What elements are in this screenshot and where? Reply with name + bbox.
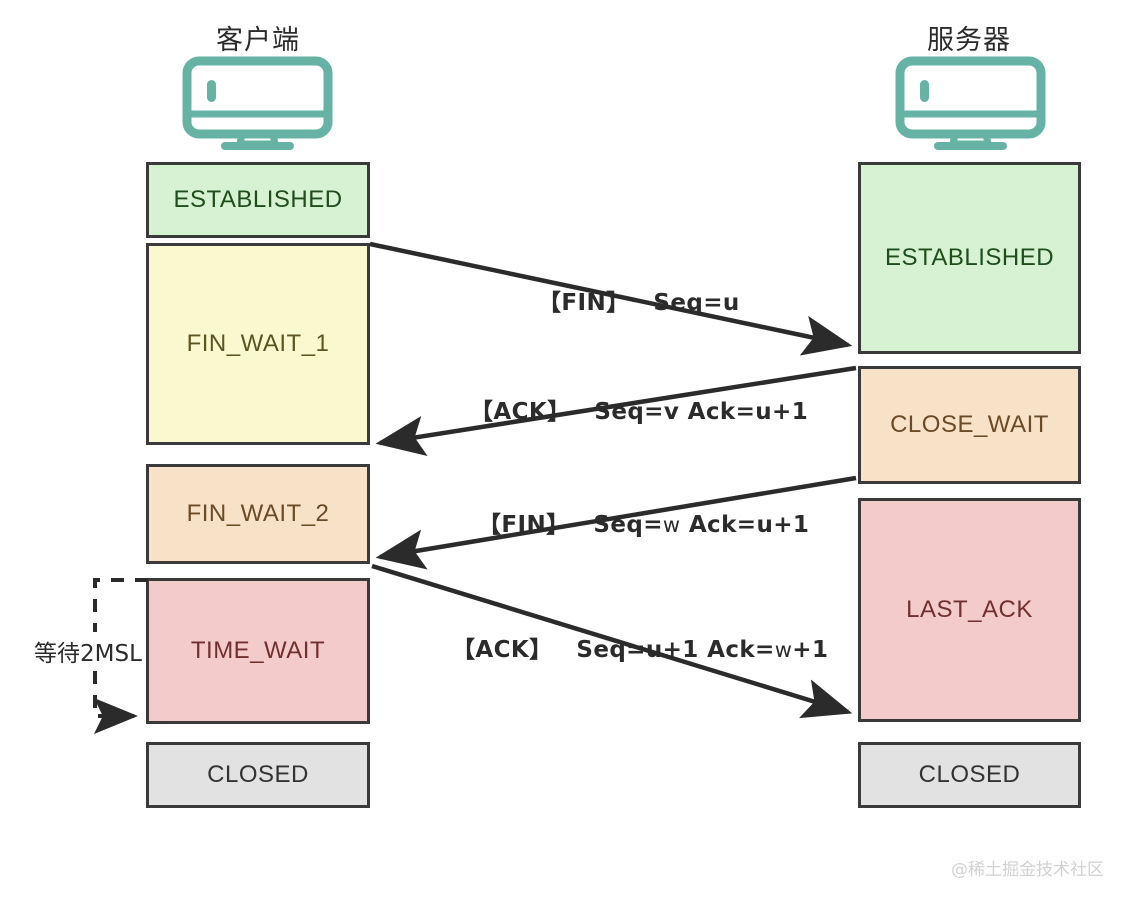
message-fields-ack-2-post: +1 (792, 637, 829, 663)
message-fields-fin-1: Seq=u (653, 290, 740, 316)
wait-2msl-label: 等待2MSL (33, 632, 143, 670)
monitor-icon-server (893, 56, 1048, 151)
state-box-client-time-wait[interactable]: TIME_WAIT (146, 578, 370, 724)
state-box-client-fin-wait-2[interactable]: FIN_WAIT_2 (146, 464, 370, 564)
message-flag-fin-1: 【FIN】 (538, 290, 630, 316)
message-var-ack-2: w (774, 638, 793, 662)
state-box-client-fin-wait-1[interactable]: FIN_WAIT_1 (146, 243, 370, 445)
column-title-server: 服务器 (927, 25, 1011, 56)
message-flag-fin-2: 【FIN】 (478, 512, 570, 538)
message-fields-ack-2-pre: Seq=u+1 Ack= (576, 637, 775, 663)
message-fields-fin-2-post: Ack=u+1 (680, 512, 810, 538)
state-box-server-established[interactable]: ESTABLISHED (858, 162, 1081, 354)
monitor-icon-client (180, 56, 335, 151)
message-flag-ack-1: 【ACK】 (470, 399, 571, 425)
message-fields-ack-1: Seq=v Ack=u+1 (594, 399, 809, 425)
message-label-fin-1: 【FIN】 Seq=u (538, 283, 740, 317)
state-box-server-last-ack[interactable]: LAST_ACK (858, 498, 1081, 722)
state-box-client-established[interactable]: ESTABLISHED (146, 162, 370, 238)
state-box-client-closed[interactable]: CLOSED (146, 742, 370, 808)
message-label-fin-2: 【FIN】 Seq=w Ack=u+1 (478, 505, 809, 539)
watermark: @稀土掘金技术社区 (951, 860, 1104, 880)
state-box-server-closed[interactable]: CLOSED (858, 742, 1081, 808)
message-label-ack-2: 【ACK】 Seq=u+1 Ack=w+1 (452, 630, 828, 664)
message-flag-ack-2: 【ACK】 (452, 637, 553, 663)
message-label-ack-1: 【ACK】 Seq=v Ack=u+1 (470, 392, 808, 426)
message-fields-fin-2-pre: Seq= (593, 512, 663, 538)
state-box-server-close-wait[interactable]: CLOSE_WAIT (858, 366, 1081, 484)
column-title-client: 客户端 (216, 25, 300, 56)
message-var-fin-2: w (662, 513, 681, 537)
